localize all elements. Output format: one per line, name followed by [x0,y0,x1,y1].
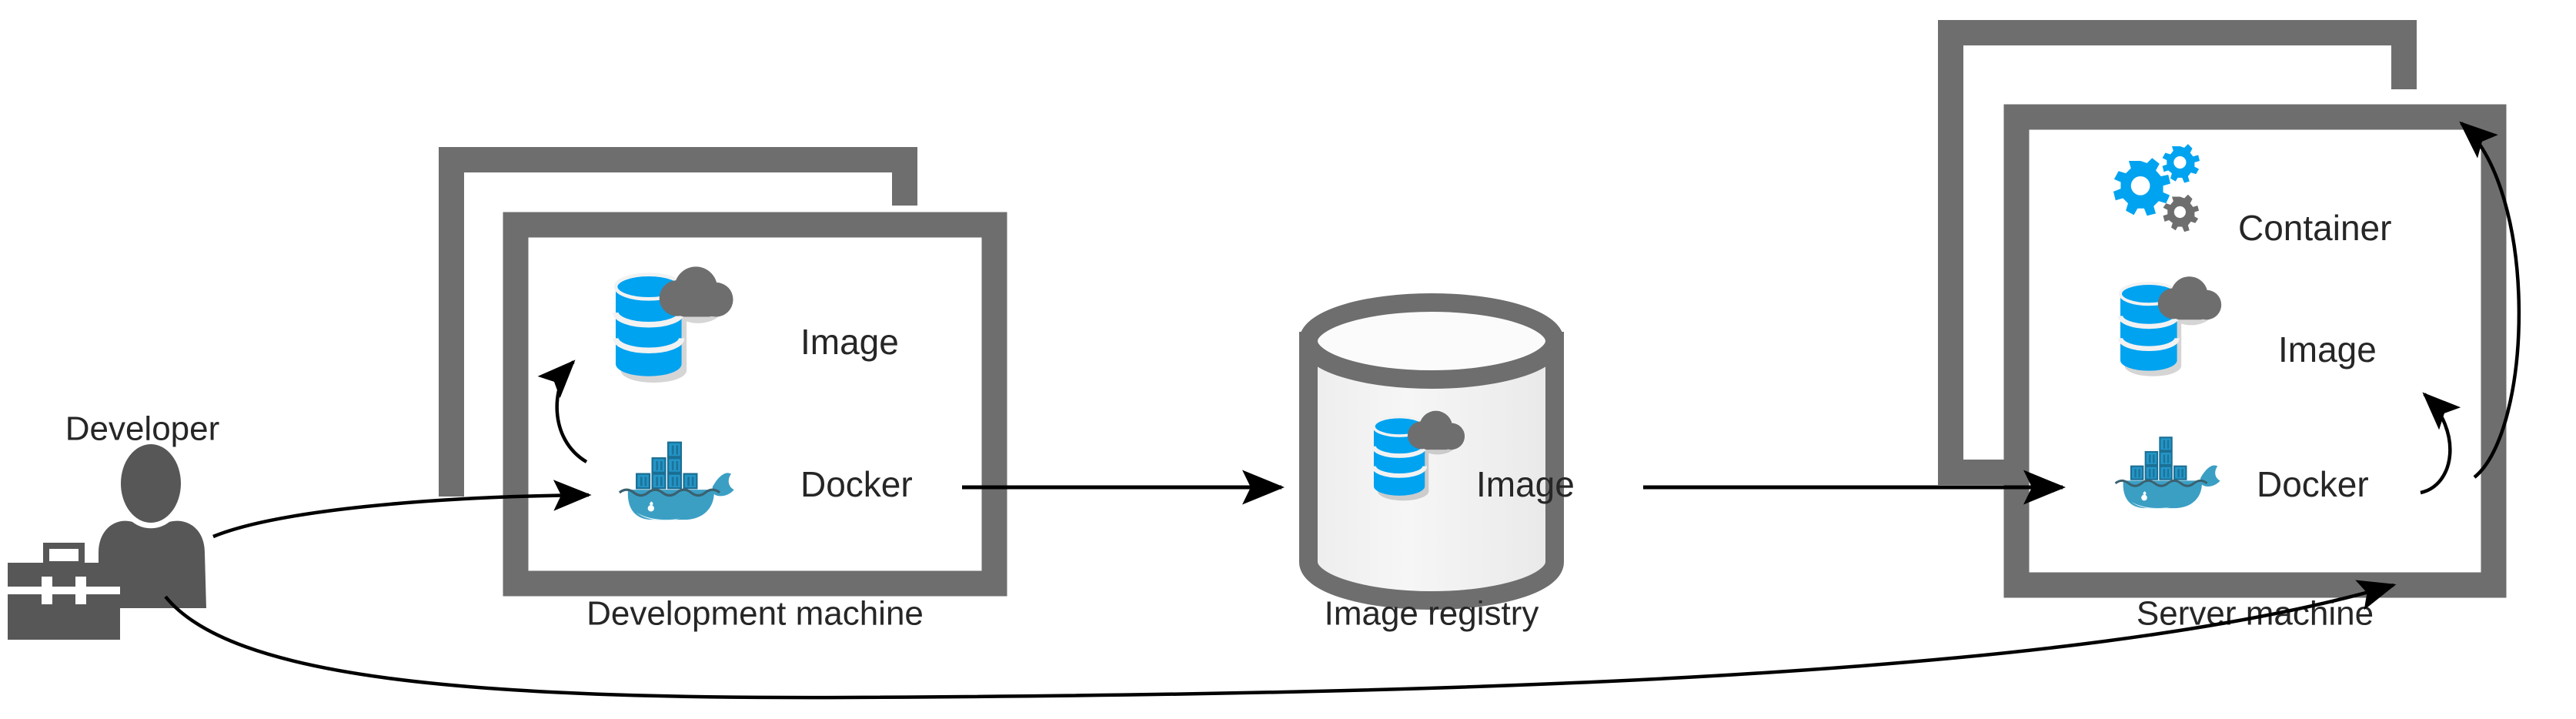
development-machine-node[interactable]: Image Docker Development machine [439,147,1007,633]
container-label: Container [2238,208,2391,248]
image-label: Image [2278,329,2377,370]
image-label: Image [1476,464,1575,504]
server-machine-container-item: Container [2113,144,2391,248]
development-machine-frame [503,212,1007,597]
connector-dev-docker-to-dev-image [537,360,588,463]
developer-label: Developer [65,410,220,448]
server-machine-node[interactable]: Container Image Docker Server machine [1938,20,2507,633]
server-machine-docker-item: Docker [2114,436,2369,510]
toolbox-icon [8,543,120,640]
development-machine-image-item: Image [616,266,899,383]
image-registry-cylinder [1299,293,1564,610]
image-registry-caption: Image registry [1325,595,1539,633]
docker-label: Docker [2257,464,2369,504]
docker-label: Docker [800,464,913,504]
development-machine-outer-frame [439,147,917,497]
developer-person-icon [99,444,206,608]
development-machine-docker-item: Docker [618,441,913,522]
development-machine-caption: Development machine [586,595,924,633]
image-registry-node[interactable]: Image Image registry [1299,293,1575,633]
connector-server-docker-to-container [2459,121,2521,479]
developer-actor: Developer [8,410,219,640]
connector-developer-to-server-machine [164,580,2397,700]
image-registry-image-item: Image [1374,411,1575,504]
connector-developer-to-dev-docker [212,480,592,539]
server-machine-outer-frame [1938,20,2417,485]
image-label: Image [800,322,899,362]
server-machine-image-item: Image [2120,276,2377,376]
server-machine-frame [2003,104,2507,598]
connector-server-docker-to-server-image [2420,392,2461,495]
